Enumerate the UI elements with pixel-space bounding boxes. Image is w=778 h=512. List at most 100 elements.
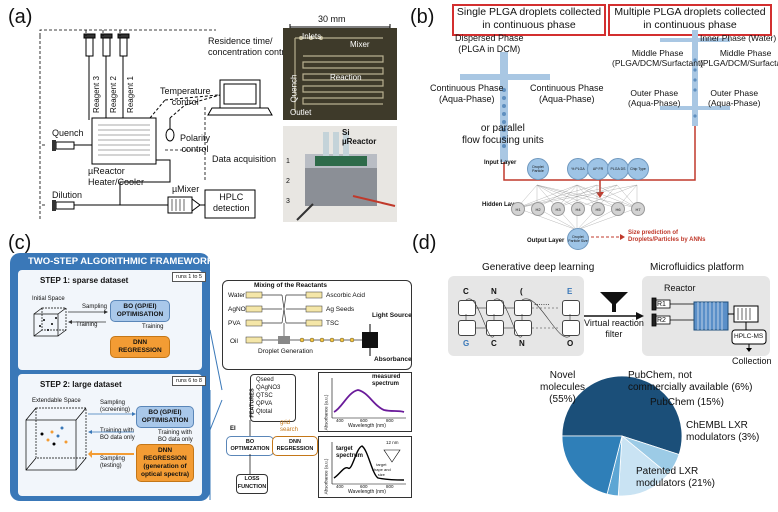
filter-arrow — [584, 292, 644, 320]
mixer-label: µMixer — [172, 184, 200, 194]
runs2-badge: runs 6 to 8 — [172, 376, 206, 386]
step1-label: STEP 1: sparse dataset — [40, 276, 129, 285]
microfluidics-title: Microfluidics platform — [650, 262, 744, 273]
target-shape-label: target shape and size — [372, 462, 391, 477]
generative-title: Generative deep learning — [482, 262, 595, 273]
training-bo-label: Training with BO data only — [100, 428, 135, 441]
absorbance-label: Absorbance — [374, 356, 412, 363]
virtual-filter-label: Virtual reaction filter — [584, 318, 644, 339]
chip-photo — [283, 28, 397, 120]
parallel-label: or parallel flow focusing units — [462, 123, 544, 146]
feature-qtotal: Qtotal — [256, 409, 273, 415]
input-node-2: % PLGA — [567, 158, 589, 180]
ellipsis-label: ....... — [534, 298, 550, 307]
dnn-regression-box: DNN REGRESSION — [272, 436, 318, 456]
quench-label: Quench — [52, 128, 84, 138]
token-bottom-4: O — [567, 339, 574, 348]
grid-search-label: grid search — [280, 420, 299, 433]
pie-slice-novel — [561, 375, 683, 456]
number-3: 3 — [286, 198, 290, 205]
reagent-1-label: Reagent 1 — [125, 76, 135, 113]
mixing-drawing — [245, 291, 378, 356]
initial-space-cube — [33, 307, 67, 337]
outer-right-label: Outer Phase (Aqua-Phase) — [708, 88, 761, 108]
reactant-ag-seeds: Ag Seeds — [326, 306, 355, 313]
inner-phase-label: Inner Phase (Water) — [700, 33, 777, 43]
hidden-layer-label: Hidden Layer — [482, 202, 521, 208]
step2-arrows — [88, 412, 136, 458]
training-bo-label-2: Training with BO data only — [158, 430, 193, 443]
si-reactor-label: Si µReactor — [342, 128, 377, 146]
runs1-badge: runs 1 to 5 — [172, 272, 206, 282]
mixing-title: Mixing of the Reactants — [254, 282, 327, 289]
tick-bottom-400: 400 — [336, 484, 344, 489]
hidden-node-3: H3 — [551, 202, 565, 216]
reactant-pva: PVA — [228, 320, 241, 327]
hidden-node-4: H4 — [571, 202, 585, 216]
continuous-left-label: Continuous Phase (Aqua-Phase) — [430, 83, 504, 104]
reactant-tsc: TSC — [326, 320, 339, 327]
wavelength-axis-top: Wavelength (nm) — [348, 423, 386, 429]
photo-quench-label: Quench — [289, 74, 299, 103]
reactor-photo — [283, 126, 397, 222]
dnn-regression-2: DNN REGRESSION (generation of optical sp… — [136, 444, 194, 482]
lstm-cell-4-bottom — [562, 320, 580, 336]
middle-right-label: Middle Phase (PLGA/DCM/Surfactant) — [700, 48, 778, 68]
droplet-generation-label: Droplet Generation — [258, 348, 313, 355]
panel-a-schematic — [39, 29, 273, 220]
panel-label-b: (b) — [410, 6, 435, 28]
target-spectrum-box — [318, 436, 412, 498]
extendable-space-label: Extendable Space — [32, 398, 81, 404]
input-node-4: PLGA DS — [607, 158, 629, 180]
pie-slice-patented — [561, 435, 623, 495]
hidden-node-6: H6 — [611, 202, 625, 216]
multiple-title-box: Multiple PLGA droplets collected in cont… — [608, 4, 772, 36]
measured-spectrum-label: measured spectrum — [372, 374, 401, 387]
reagent-3-label: Reagent 3 — [91, 76, 101, 113]
generative-box — [448, 276, 584, 356]
pie-slice-pubchem — [617, 435, 669, 497]
initial-space-label: Initial Space — [32, 296, 65, 302]
step1-arrows — [68, 310, 108, 324]
r2-label: R2 — [657, 317, 666, 324]
measured-spectrum-plot — [331, 378, 406, 419]
bo-optimisation-2: BO (GP/EI) OPTIMISATION — [136, 406, 194, 428]
lstm-cell-3-top — [514, 300, 532, 316]
reactor-label: µReactor Heater/Cooler — [88, 166, 145, 187]
middle-left-label: Middle Phase (PLGA/DCM/Surfactant) — [612, 48, 704, 68]
pie-label-patented: Patented LXR modulators (21%) — [636, 466, 715, 489]
step2-label: STEP 2: large dataset — [40, 380, 122, 389]
token-top-1: C — [463, 287, 469, 296]
outer-left-label: Outer Phase (Aqua-Phase) — [628, 88, 681, 108]
lstm-cell-1-bottom — [458, 320, 476, 336]
target-spectrum-label: target spectrum — [336, 446, 364, 459]
token-bottom-1: G — [463, 339, 470, 348]
tick-top-600: 600 — [360, 418, 368, 423]
hidden-node-2: H2 — [531, 202, 545, 216]
reactant-water: Water — [228, 292, 246, 299]
feature-qagno3: QAgNO3 — [256, 385, 281, 391]
data-acquisition-label: Data acquisition — [212, 154, 277, 164]
target-spectrum-plot — [331, 442, 406, 485]
hidden-node-5: H5 — [591, 202, 605, 216]
pie-label-chembl: ChEMBL LXR modulators (3%) — [686, 420, 760, 443]
temperature-label: Temperature control — [160, 86, 211, 107]
reactor-title: Reactor — [664, 283, 696, 293]
output-node: Droplet Particle Size — [567, 228, 589, 250]
pie-label-pubchem: PubChem (15%) — [650, 397, 724, 408]
panel-label-d: (d) — [412, 232, 437, 254]
output-layer-label: Output Layer — [527, 238, 565, 244]
wavelength-axis-bottom: Wavelength (nm) — [348, 489, 386, 495]
inlets-label: Inlets — [302, 32, 322, 41]
panel-label-a: (a) — [8, 6, 33, 28]
hidden-node-1: H1 — [511, 202, 525, 216]
framework-links — [209, 390, 251, 500]
hplc-label: HPLC detection — [213, 192, 250, 213]
lstm-cell-4-top — [562, 300, 580, 316]
features-box — [250, 374, 296, 422]
single-title-box: Single PLGA droplets collected in contin… — [452, 4, 606, 36]
microfluidics-drawing — [651, 297, 767, 352]
dnn-regression-1: DNN REGRESSION — [110, 336, 170, 358]
input-layer-label: Input Layer — [484, 160, 517, 166]
feature-qpva: QPVA — [256, 401, 273, 407]
